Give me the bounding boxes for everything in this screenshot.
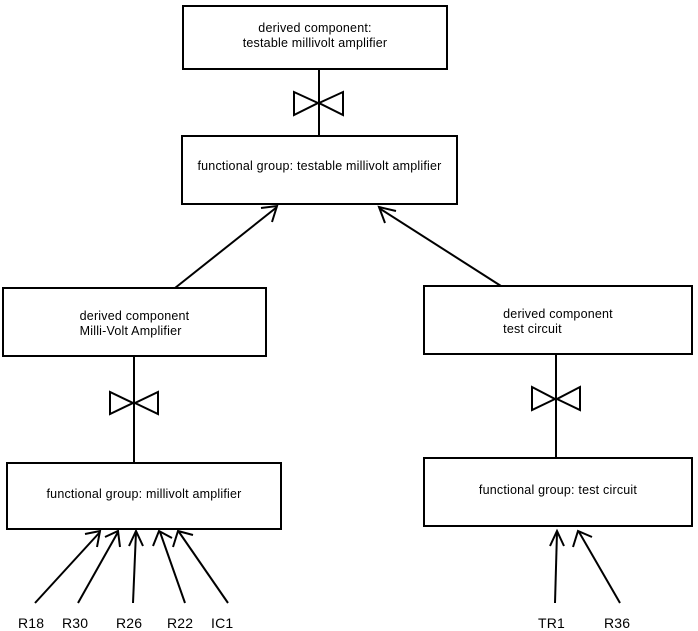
node-fg-testable-millivolt-amplifier[interactable]: functional group: testable millivolt amp… <box>181 135 458 205</box>
connector-leaf-arrow-r22 <box>152 529 186 604</box>
leaf-label-r18: R18 <box>18 615 45 631</box>
connector-leaf-arrow-tr1 <box>549 528 565 604</box>
leaf-label-ic1: IC1 <box>211 615 234 631</box>
node-label: derived component test circuit <box>503 307 613 336</box>
leaf-label-r30: R30 <box>62 615 89 631</box>
connector-leaf-arrow-r36 <box>572 529 621 604</box>
connector-aggregation-right <box>377 205 502 287</box>
connector-leaf-arrow-r30 <box>77 529 121 604</box>
node-fg-millivolt-amplifier[interactable]: functional group: millivolt amplifier <box>6 462 282 530</box>
leaf-label-tr1: TR1 <box>538 615 566 631</box>
leaf-label-r22: R22 <box>167 615 194 631</box>
connector-aggregation-left <box>174 204 279 289</box>
node-derived-milli-volt-amplifier[interactable]: derived component Milli-Volt Amplifier <box>2 287 267 357</box>
node-derived-test-circuit[interactable]: derived component test circuit <box>423 285 693 355</box>
connector-derivation-left <box>109 357 159 462</box>
node-label: functional group: test circuit <box>478 483 638 497</box>
node-label: functional group: millivolt amplifier <box>46 487 242 501</box>
leaf-label-r36: R36 <box>604 615 631 631</box>
connector-leaf-arrow-r26 <box>128 528 144 604</box>
node-derived-testable-millivolt-amplifier[interactable]: derived component: testable millivolt am… <box>182 5 448 70</box>
leaf-label-r26: R26 <box>116 615 143 631</box>
connector-leaf-arrow-r18 <box>34 529 102 604</box>
node-fg-test-circuit[interactable]: functional group: test circuit <box>423 457 693 527</box>
connector-derivation-top <box>293 70 344 135</box>
node-label: derived component Milli-Volt Amplifier <box>79 309 190 338</box>
node-label: derived component: testable millivolt am… <box>242 21 388 50</box>
node-label: functional group: testable millivolt amp… <box>197 159 442 173</box>
connector-derivation-right <box>531 355 581 457</box>
connector-leaf-arrow-ic1 <box>172 529 229 604</box>
